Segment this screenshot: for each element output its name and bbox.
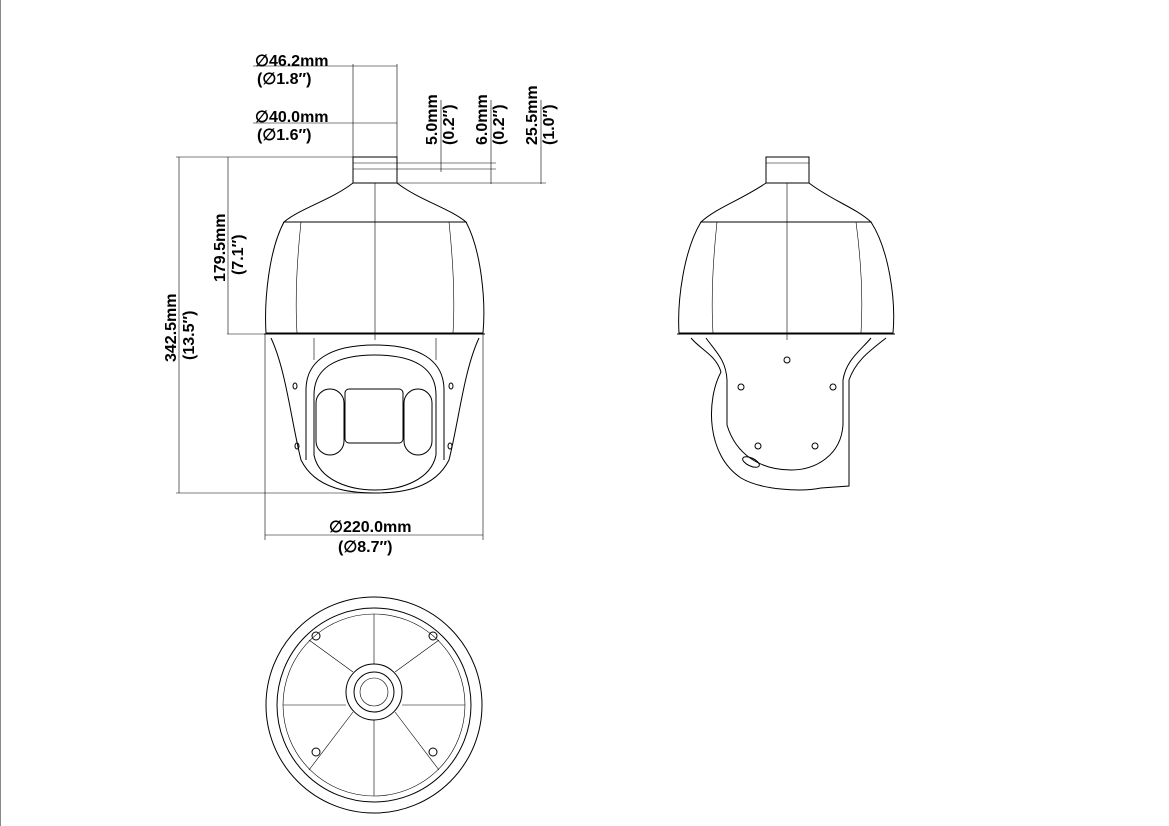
dim-diameter-in: (∅8.7″) bbox=[338, 539, 393, 556]
dim-step1-mm: 5.0mm bbox=[424, 94, 441, 145]
dim-total-height-in: (13.5″) bbox=[181, 311, 198, 360]
front-view bbox=[264, 156, 485, 494]
side-view bbox=[677, 156, 895, 491]
dim-step2-in: (0.2″) bbox=[491, 104, 508, 145]
dim-diameter-mm: ∅220.0mm bbox=[329, 519, 411, 536]
front-dimensions: ∅46.2mm (∅1.8″) ∅40.0mm (∅1.6″) 5.0mm (0… bbox=[163, 53, 558, 556]
dim-mount-inner-in: (∅1.6″) bbox=[257, 127, 312, 144]
dim-mount-height-mm: 25.5mm bbox=[524, 85, 541, 145]
dim-upper-height-mm: 179.5mm bbox=[212, 214, 229, 283]
dim-mount-outer-mm: ∅46.2mm bbox=[255, 53, 329, 70]
dim-step1-in: (0.2″) bbox=[441, 104, 458, 145]
dim-step2-mm: 6.0mm bbox=[474, 94, 491, 145]
bottom-view bbox=[265, 596, 483, 814]
dim-total-height-mm: 342.5mm bbox=[163, 294, 180, 363]
dim-mount-height-in: (1.0″) bbox=[541, 104, 558, 145]
dim-mount-inner-mm: ∅40.0mm bbox=[255, 109, 329, 126]
dim-mount-outer-in: (∅1.8″) bbox=[257, 71, 312, 88]
dim-upper-height-in: (7.1″) bbox=[230, 234, 247, 275]
